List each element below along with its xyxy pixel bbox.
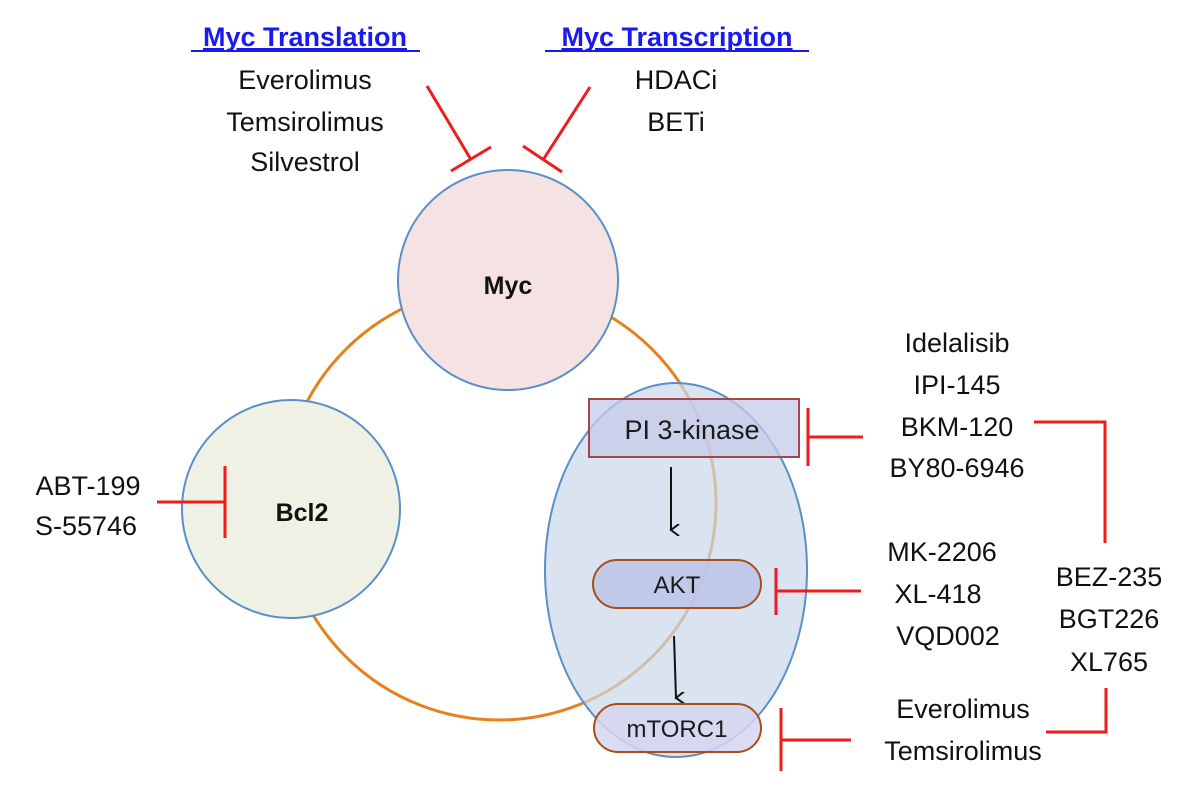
mtorc1-inhibitor-drug: Everolimus xyxy=(896,694,1030,724)
mtorc1-inhibitor-drug: Temsirolimus xyxy=(884,736,1042,766)
dual-inhibitor-bracket xyxy=(1034,420,1108,734)
pi3k-label: PI 3-kinase xyxy=(624,415,759,445)
myc-transcription-drug: HDACi xyxy=(635,65,718,95)
akt-inhibitor xyxy=(774,568,861,615)
mtorc1-label: mTORC1 xyxy=(627,716,728,743)
myc-node[interactable] xyxy=(397,169,619,391)
bcl2-inhibitor-drug: S-55746 xyxy=(35,511,137,541)
myc-translation-inhibitor xyxy=(425,85,492,173)
myc-label: Myc xyxy=(484,272,533,300)
pi3k-inhibitor-drug: BY80-6946 xyxy=(889,453,1024,483)
dual-inhibitor-drug: XL765 xyxy=(1070,647,1148,677)
myc-transcription-heading[interactable]: Myc Transcription xyxy=(561,22,792,52)
mtorc1-node[interactable] xyxy=(593,703,762,753)
pi3k-inhibitor-drug: IPI-145 xyxy=(913,370,1000,400)
bcl2-label: Bcl2 xyxy=(276,499,329,527)
pi3k-node[interactable] xyxy=(588,398,800,458)
pi3k-inhibitor-drug: Idelalisib xyxy=(904,328,1009,358)
bcl2-node[interactable] xyxy=(181,399,401,619)
dual-inhibitor-drug: BEZ-235 xyxy=(1056,562,1163,592)
myc-translation-heading[interactable]: Myc Translation xyxy=(203,22,407,52)
akt-to-mtorc1-arrow xyxy=(673,635,676,698)
akt-label: AKT xyxy=(654,572,701,599)
pi3k-inhibitor-drug: BKM-120 xyxy=(901,412,1014,442)
bcl2-inhibitor-drug: ABT-199 xyxy=(35,471,140,501)
akt-inhibitor-drug: MK-2206 xyxy=(887,537,997,567)
myc-translation-drug: Temsirolimus xyxy=(226,107,384,137)
myc-transcription-drug: BETi xyxy=(647,107,705,137)
dual-inhibitor-drug: BGT226 xyxy=(1059,604,1160,634)
bcl2-inhibitor xyxy=(157,466,227,538)
pi3k-inhibitor xyxy=(806,408,863,466)
myc-translation-drug: Silvestrol xyxy=(250,147,360,177)
akt-inhibitor-drug: XL-418 xyxy=(894,579,981,609)
mtorc1-inhibitor xyxy=(779,708,851,771)
akt-inhibitor-drug: VQD002 xyxy=(896,621,1000,651)
myc-transcription-inhibitor xyxy=(522,86,592,174)
akt-node[interactable] xyxy=(592,559,762,609)
myc-translation-drug: Everolimus xyxy=(238,65,372,95)
